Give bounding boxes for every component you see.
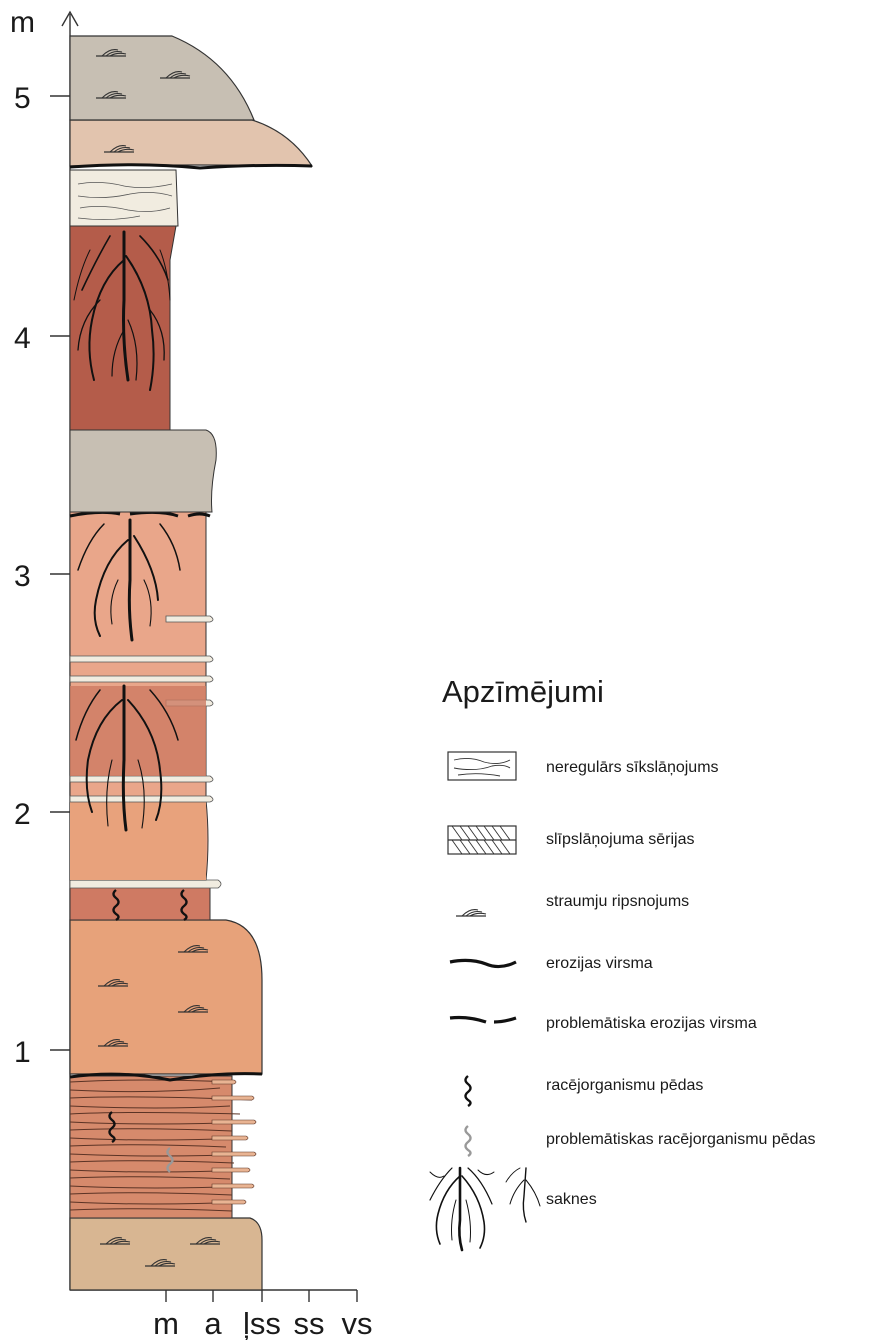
layer-salmon-mud [70,512,213,880]
y-tick-label: 1 [14,1036,31,1069]
y-tick-label: 2 [14,798,31,831]
legend-item-label: saknes [546,1191,597,1208]
y-ticks: 1 2 3 4 5 [14,82,70,1069]
layer-brick [70,880,221,920]
grain-size-label: a [204,1306,222,1340]
legend-item: problemātiskas racējorganismu pēdas [466,1126,816,1156]
y-tick-label: 5 [14,82,31,115]
layer-pink-sand [70,120,312,168]
legend-item-label: erozijas virsma [546,955,653,972]
burrow-icon [466,1076,471,1106]
legend-item-label: problemātiskas racējorganismu pēdas [546,1131,815,1148]
legend-item: slīpslāņojuma sērijas [448,826,695,854]
x-ticks: m a ļss ss vs [153,1290,372,1340]
legend-item-label: straumju ripsnojums [546,893,689,910]
legend-item: saknes [430,1168,597,1250]
layer-grey-top [70,36,254,120]
grain-size-label: m [153,1306,179,1340]
y-tick-label: 4 [14,322,31,355]
layer-base-tan [70,1218,262,1290]
ripple-icon [456,910,486,916]
y-tick-label: 3 [14,560,31,593]
legend-item: neregulārs sīkslāņojums [448,752,719,780]
problematic-erosion-icon [450,1018,516,1023]
layer-grey-middle [70,430,216,512]
layer-orange-sand-lower [70,920,262,1080]
legend-item-label: racējorganismu pēdas [546,1077,703,1094]
legend-item-label: slīpslāņojuma sērijas [546,831,695,848]
problematic-burrow-icon [466,1126,471,1156]
layer-cream-top [70,170,178,226]
legend-item: straumju ripsnojums [456,893,689,916]
legend-item: racējorganismu pēdas [466,1076,704,1106]
roots-icon [430,1168,540,1250]
cross-bedding-icon [448,826,516,854]
grain-size-label: vs [342,1306,373,1340]
legend-item: erozijas virsma [450,955,653,972]
y-axis-unit: m [10,6,35,39]
grain-size-label: ss [294,1306,325,1340]
layer-laminated-heterolith [70,1076,256,1218]
legend-title: Apzīmējumi [442,674,604,709]
legend-item-label: problemātiska erozijas virsma [546,1015,757,1032]
grain-size-label: ļss [243,1306,281,1340]
legend-item: problemātiska erozijas virsma [450,1015,757,1032]
erosion-surface-icon [450,960,516,966]
irregular-lamination-icon [448,752,516,780]
legend-item-label: neregulārs sīkslāņojums [546,759,719,776]
